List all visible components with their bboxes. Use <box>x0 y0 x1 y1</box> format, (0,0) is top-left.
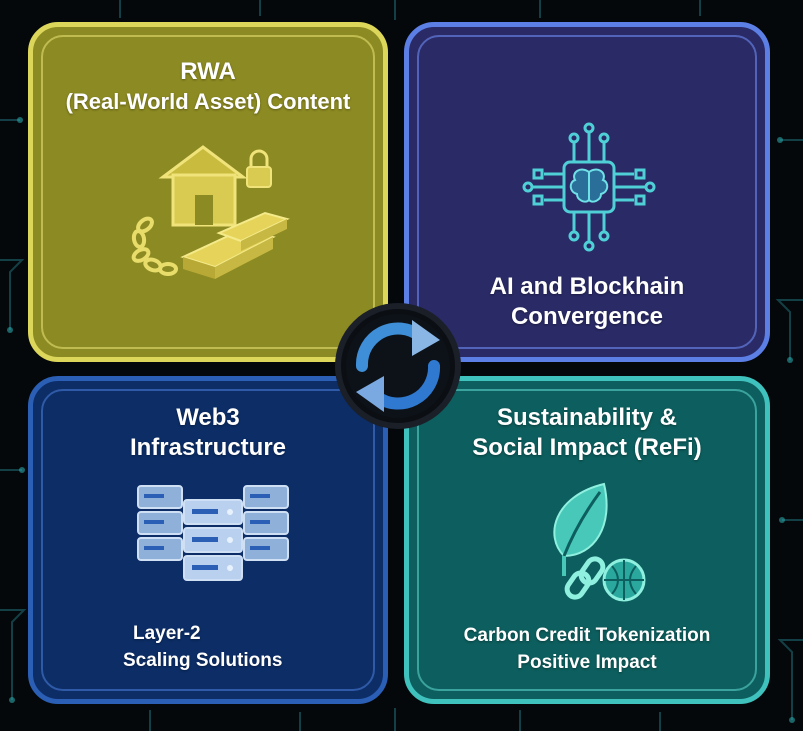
refi-inner-border <box>417 389 757 691</box>
web3-title-line1: Web3 <box>176 404 240 431</box>
rwa-subtitle: (Real-World Asset) Content <box>65 89 351 114</box>
web3-panel: Web3 Infrastructure <box>28 376 388 704</box>
refi-caption-line2: Positive Impact <box>517 652 657 673</box>
web3-caption-line2: Scaling Solutions <box>123 650 283 671</box>
rwa-inner-border <box>41 35 375 349</box>
leaf-chain-globe-icon <box>553 482 646 602</box>
house-gold-chain-lock-icon <box>131 145 290 279</box>
rwa-panel: RWA (Real-World Asset) Content <box>28 22 388 362</box>
ai-inner-border <box>417 35 757 349</box>
rwa-title: RWA <box>180 58 236 85</box>
ai-blockchain-panel: AI and Blockhain Convergence <box>404 22 770 362</box>
refi-title-line1: Sustainability & <box>496 404 678 431</box>
cycle-arrows-icon <box>335 303 461 429</box>
server-racks-icon <box>137 485 289 581</box>
ai-title-line1: AI and Blockhain <box>489 273 685 300</box>
web3-caption-line1: Layer-2 <box>133 623 201 644</box>
refi-panel: Sustainability & Social Impact (ReFi) Ca… <box>404 376 770 704</box>
refi-title-line2: Social Impact (ReFi) <box>472 434 702 461</box>
brain-chip-circuit-icon <box>522 122 656 252</box>
web3-title-line2: Infrastructure <box>129 434 287 461</box>
web3-inner-border <box>41 389 375 691</box>
ai-title-line2: Convergence <box>510 303 664 330</box>
refi-caption-line1: Carbon Credit Tokenization <box>463 625 711 646</box>
